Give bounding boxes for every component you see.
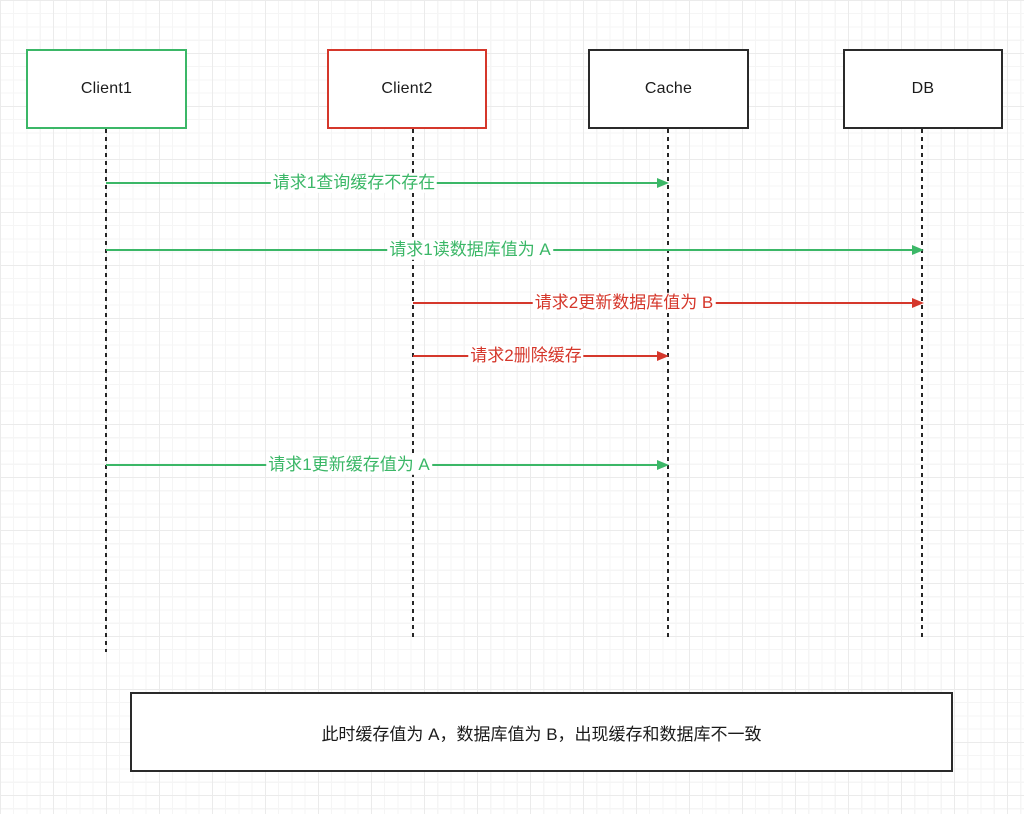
arrowhead-right-icon (657, 178, 669, 188)
summary-note-box[interactable]: 此时缓存值为 A，数据库值为 B，出现缓存和数据库不一致 (130, 692, 953, 772)
lifeline-client2[interactable] (412, 129, 414, 639)
actor-label-db: DB (911, 80, 935, 97)
message-label: 请求1更新缓存值为 A (266, 454, 432, 476)
message-arrow-update-db-b[interactable]: 请求2更新数据库值为 B (413, 292, 924, 314)
lifeline-client1[interactable] (105, 129, 107, 652)
message-label: 请求1读数据库值为 A (387, 239, 553, 261)
actor-label-client2: Client2 (381, 80, 433, 97)
message-label: 请求1查询缓存不存在 (270, 172, 438, 194)
message-arrow-delete-cache[interactable]: 请求2删除缓存 (413, 345, 669, 367)
actor-label-cache: Cache (644, 80, 693, 97)
lifeline-db[interactable] (921, 129, 923, 639)
message-arrow-update-cache-a[interactable]: 请求1更新缓存值为 A (106, 454, 669, 476)
actor-box-db[interactable]: DB (843, 49, 1003, 129)
summary-note-text: 此时缓存值为 A，数据库值为 B，出现缓存和数据库不一致 (321, 724, 762, 744)
actor-label-client1: Client1 (80, 80, 133, 97)
arrowhead-right-icon (912, 245, 924, 255)
actor-box-client1[interactable]: Client1 (26, 49, 187, 129)
arrowhead-right-icon (657, 460, 669, 470)
message-label: 请求2更新数据库值为 B (532, 292, 716, 314)
arrowhead-right-icon (912, 298, 924, 308)
lifeline-cache[interactable] (667, 129, 669, 638)
message-arrow-read-db-a[interactable]: 请求1读数据库值为 A (106, 239, 924, 261)
actor-box-client2[interactable]: Client2 (327, 49, 487, 129)
message-arrow-query-cache-miss[interactable]: 请求1查询缓存不存在 (106, 172, 669, 194)
actor-box-cache[interactable]: Cache (588, 49, 749, 129)
arrowhead-right-icon (657, 351, 669, 361)
message-label: 请求2删除缓存 (468, 345, 584, 367)
